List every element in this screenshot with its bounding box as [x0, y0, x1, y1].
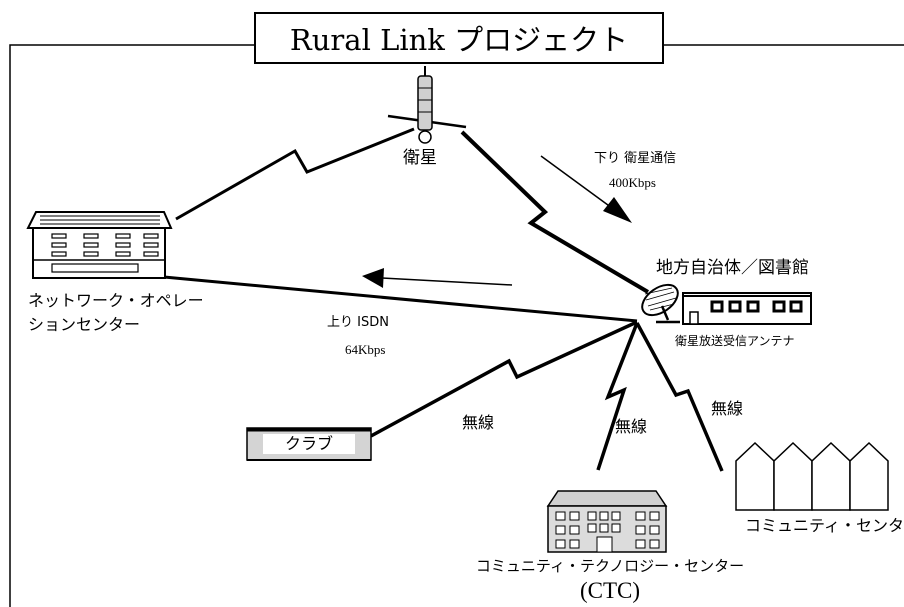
ctc-label: コミュニティ・テクノロジー・センター [475, 557, 745, 575]
wireless-link-ctc [596, 322, 639, 471]
municipality-label: 地方自治体／図書館 [656, 258, 809, 278]
wireless-link-community-center [635, 322, 724, 472]
satellite-antenna-link [460, 130, 650, 294]
wireless-label-ctc: 無線 [615, 417, 648, 436]
club-label: クラブ [284, 434, 333, 453]
ctc-abbr: (CTC) [579, 578, 641, 603]
club-building-icon [246, 427, 372, 461]
community-center-icon [735, 441, 889, 511]
downlink-arrow [540, 155, 613, 209]
page-title: Rural Link プロジェクト [254, 12, 664, 64]
satellite-icon [387, 66, 467, 144]
noc-label-line1: ネットワーク・オペレー [28, 291, 204, 310]
noc-label-line2: ションセンター [28, 315, 141, 334]
ctc-building-icon [546, 490, 668, 553]
isdn-line [163, 275, 638, 323]
outer-frame [9, 44, 254, 607]
uplink-speed: 64Kbps [345, 342, 386, 357]
satellite-dish-icon [641, 283, 680, 324]
satellite-noc-link [175, 127, 415, 221]
wireless-link-club [370, 320, 638, 438]
downlink-speed: 400Kbps [609, 175, 656, 190]
downlink-label: 下り 衛星通信 [594, 151, 677, 166]
uplink-label: 上り ISDN [327, 315, 389, 330]
antenna-label: 衛星放送受信アンテナ [675, 334, 795, 348]
wireless-label-community-center: 無線 [711, 399, 744, 418]
noc-building-icon [26, 211, 173, 279]
community-center-label: コミュニティ・センター [745, 516, 904, 535]
library-building-icon [682, 292, 812, 325]
wireless-label-club: 無線 [462, 413, 495, 432]
satellite-label: 衛星 [403, 148, 437, 168]
uplink-arrow [381, 277, 513, 286]
